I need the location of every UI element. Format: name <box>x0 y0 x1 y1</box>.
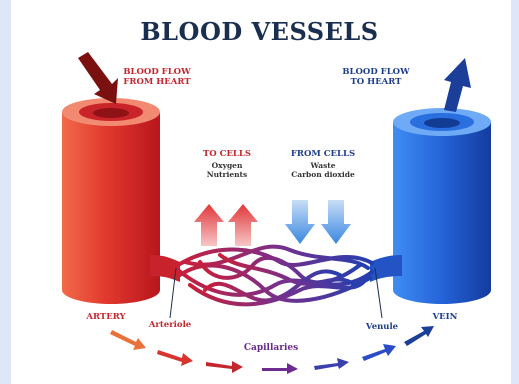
to-cells-arrows <box>194 204 258 246</box>
vein-label: VEIN <box>420 313 470 323</box>
diagram-title: BLOOD VESSELS <box>0 18 519 46</box>
arteriole-label: Arteriole <box>138 321 202 331</box>
to-cells-item-nutrients: Nutrients <box>192 171 262 180</box>
from-cells-label: FROM CELLS <box>278 150 368 160</box>
vein-vessel <box>393 108 491 304</box>
flow-to-heart-line-2: TO HEART <box>336 78 416 88</box>
capillaries-label: Capillaries <box>226 343 316 353</box>
to-cells-label: TO CELLS <box>192 150 262 160</box>
flow-to-heart-label: BLOOD FLOW TO HEART <box>336 68 416 88</box>
from-cells-items: Waste Carbon dioxide <box>278 162 368 179</box>
flow-to-heart-arrow <box>444 58 471 112</box>
venule-label: Venule <box>352 323 412 333</box>
artery-label: ARTERY <box>76 313 136 323</box>
artery-vessel <box>62 98 160 304</box>
capillary-network <box>178 247 372 305</box>
flow-from-heart-label: BLOOD FLOW FROM HEART <box>112 68 202 88</box>
to-cells-items: Oxygen Nutrients <box>192 162 262 179</box>
from-cells-arrows <box>285 200 351 244</box>
from-cells-item-carbon-dioxide: Carbon dioxide <box>278 171 368 180</box>
flow-from-heart-line-2: FROM HEART <box>112 78 202 88</box>
